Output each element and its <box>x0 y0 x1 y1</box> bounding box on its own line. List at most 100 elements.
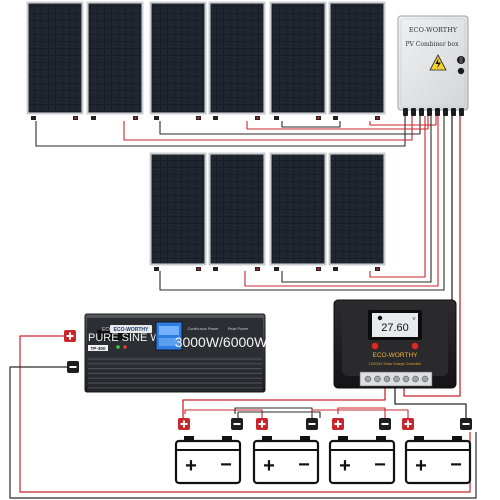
wire <box>123 116 413 141</box>
battery-negative-connector <box>231 418 243 430</box>
cable-glands <box>403 108 464 116</box>
wire <box>9 366 477 499</box>
cable-gland <box>403 108 408 116</box>
inverter-power-rating: 3000W/6000W <box>175 334 268 350</box>
pv-combiner-box: ECO-WORTHY PV Combiner box <box>397 15 469 116</box>
wire <box>311 409 409 418</box>
terminal-screw <box>402 375 410 383</box>
key-lock-icon[interactable] <box>457 56 465 75</box>
wire <box>394 384 467 424</box>
wire <box>369 116 426 278</box>
solar-panel <box>86 1 144 120</box>
wire <box>184 409 263 418</box>
wire <box>246 116 429 130</box>
battery-positive-connector <box>256 418 268 430</box>
panel-connector-negative <box>31 116 36 120</box>
battery: +− <box>404 436 472 485</box>
solar-panel <box>328 152 386 271</box>
solar-panel-array <box>26 1 386 271</box>
combiner-brand: ECO-WORTHY <box>409 26 458 34</box>
terminal-screw <box>393 375 400 383</box>
cable-gland <box>419 108 424 116</box>
panel-connector-negative <box>154 267 159 271</box>
terminal-screw <box>421 375 429 383</box>
solar-panel <box>328 1 386 120</box>
battery-positive-connector <box>402 418 414 430</box>
controller-terminal-block <box>364 375 429 383</box>
solar-panel <box>208 1 266 120</box>
solar-panel <box>149 152 207 271</box>
battery: +− <box>174 436 242 485</box>
sun-icon <box>377 315 383 321</box>
inverter-small-text-2: Peak Power <box>228 327 249 331</box>
cable-gland <box>435 108 440 116</box>
inverter-positive-terminal <box>64 330 76 342</box>
inverter: ECO-WORTHY ECO-WORTHY PURE SINE WAVE TP-… <box>84 313 268 393</box>
heatsink-fins <box>88 358 262 391</box>
battery-minus-label: − <box>220 454 232 476</box>
controller-display-unit: V <box>412 316 415 321</box>
battery-negative-connector <box>460 418 472 430</box>
controller-button-right[interactable] <box>411 342 419 350</box>
inverter-small-text-1: Continuous Power <box>187 327 219 331</box>
battery-plus-label: + <box>415 455 427 477</box>
wire <box>281 121 341 128</box>
controller-button-left[interactable] <box>371 342 379 350</box>
wire <box>35 116 406 147</box>
wire <box>281 116 432 283</box>
controller-brand: ECO-WORTHY <box>372 352 418 359</box>
terminal-screw <box>383 375 391 383</box>
solar-panel <box>149 1 207 120</box>
wire <box>237 411 321 418</box>
solar-panel <box>26 1 84 120</box>
inverter-badge: ECO-WORTHY <box>114 327 149 333</box>
wire <box>244 116 439 287</box>
battery-bank: +−+−+−+− <box>174 436 472 485</box>
battery: +− <box>252 436 320 485</box>
wire <box>337 407 386 418</box>
solar-panel <box>208 152 266 271</box>
panel-connector-negative <box>154 116 159 120</box>
wire <box>403 116 461 397</box>
battery-minus-label: − <box>450 454 462 476</box>
terminal-screw <box>364 375 372 383</box>
terminal-screw <box>412 375 419 383</box>
connectors <box>64 330 472 430</box>
cable-gland <box>443 108 448 116</box>
battery-plus-label: + <box>339 455 351 477</box>
battery-minus-label: − <box>298 454 310 476</box>
panel-connector-negative <box>213 116 218 120</box>
cable-gland <box>411 108 416 116</box>
panel-connector-negative <box>333 116 338 120</box>
charge-controller: 27.60 V ECO-WORTHY 12V/24V Solar Charge … <box>333 299 457 389</box>
battery: +− <box>328 436 396 485</box>
panel-connector-negative <box>274 116 279 120</box>
cable-gland <box>459 108 464 116</box>
inverter-negative-terminal <box>67 361 79 373</box>
battery-minus-label: − <box>374 454 386 476</box>
battery-negative-connector <box>379 418 391 430</box>
panel-connector-negative <box>333 267 338 271</box>
cable-gland <box>427 108 432 116</box>
wire <box>159 116 445 291</box>
cable-gland <box>451 108 456 116</box>
battery-positive-connector <box>332 418 344 430</box>
panel-connector-negative <box>213 267 218 271</box>
battery-plus-label: + <box>185 455 197 477</box>
battery-negative-connector <box>306 418 318 430</box>
wiring <box>9 116 477 499</box>
battery-positive-connector <box>178 418 190 430</box>
panel-connector-negative <box>274 267 279 271</box>
wire <box>182 384 386 418</box>
high-voltage-icon <box>429 54 447 71</box>
controller-subtitle: 12V/24V Solar Charge Controller <box>369 362 422 366</box>
terminal-screw <box>374 375 381 383</box>
combiner-label: PV Combiner box <box>406 41 460 48</box>
panel-connector-negative <box>91 116 96 120</box>
inverter-model-badge: TP-300 <box>90 346 106 351</box>
controller-display-value: 27.60 <box>381 322 409 334</box>
wire <box>369 116 437 126</box>
battery-plus-label: + <box>263 455 275 477</box>
